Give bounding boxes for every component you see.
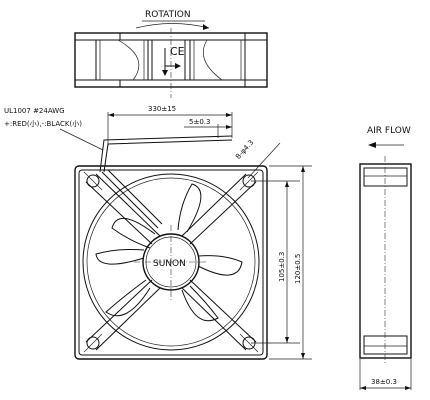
strut-top-right [181, 173, 257, 245]
top-view-left-panel [95, 39, 149, 81]
frame-size-arrow-top [301, 166, 305, 172]
depth-extension [359, 359, 412, 390]
lead-annotation: UL1007 #24AWG +:RED(小),-:BLACK(小) 330±15… [4, 105, 281, 179]
depth-arrow-left [360, 386, 366, 390]
blade-2 [177, 183, 202, 233]
struts [85, 169, 257, 351]
rotation-label: ROTATION [145, 10, 191, 20]
side-view-flange-lines [364, 175, 407, 347]
frame-dimensions: 105±0.3 120±0.5 [251, 165, 312, 360]
blade-3 [197, 255, 243, 276]
side-view-frame [359, 163, 412, 359]
rotation-arrow-head [203, 24, 209, 30]
hole-pitch-label: 105±0.3 [278, 252, 286, 282]
front-view-frame [74, 165, 268, 360]
blade-4 [181, 285, 219, 322]
blade-6 [95, 249, 145, 265]
hub-centerlines [134, 225, 208, 300]
wire-channel [101, 169, 163, 229]
strut-bottom-right [181, 279, 257, 351]
top-view-right-panel [189, 39, 246, 81]
blade-1 [111, 218, 156, 249]
top-view-hub [151, 39, 186, 81]
hole-pitch-arrow-bottom [285, 337, 289, 343]
top-view-blade-right [203, 39, 223, 81]
depth-arrow-right [405, 386, 411, 390]
hole-pitch-arrow-top [285, 181, 289, 187]
front-view-frame-inner [78, 169, 264, 356]
top-view-panel-lines [99, 40, 242, 80]
hole-dia-label: 8-φ4.3 [234, 139, 255, 161]
lead-length-arrow-left [108, 113, 114, 117]
blade-5 [105, 279, 151, 317]
blades [95, 183, 243, 322]
side-view-top-flange [363, 167, 408, 187]
wire-black [103, 139, 233, 173]
frame-size-label: 120±0.5 [294, 254, 302, 284]
strut-bottom-left [85, 279, 161, 351]
rotation-arrow [135, 23, 210, 29]
brand-label: SUNON [153, 259, 186, 269]
depth-label: 38±0.3 [371, 378, 397, 386]
flow-arrow-right-head [175, 63, 181, 69]
frame-size-extension [269, 165, 312, 360]
hole-dia-leader [247, 142, 281, 179]
strip-length-arrow [226, 125, 232, 129]
lead-length-label: 330±15 [148, 105, 176, 113]
hole-pitch-extension [251, 180, 300, 344]
air-flow-label: AIR FLOW [367, 126, 411, 136]
hole-top-left [86, 174, 100, 188]
side-view: AIR FLOW 38±0.3 [359, 126, 412, 390]
front-view: SUNON [74, 165, 268, 360]
venturi-ring-inner [86, 177, 256, 347]
wire-red [99, 135, 233, 173]
wire-spec-line2: +:RED(小),-:BLACK(小) [4, 119, 82, 128]
top-view-blade-left [117, 39, 140, 81]
lead-length-arrow-right [226, 113, 232, 117]
wire-spec-leader [59, 128, 104, 151]
wire-spec-line1: UL1007 #24AWG [4, 107, 65, 115]
side-view-bottom-flange [363, 335, 408, 355]
flow-arrow-down-head [162, 70, 168, 76]
top-view: ROTATION CE [74, 10, 268, 98]
venturi-ring [82, 173, 260, 351]
ce-mark: CE [170, 45, 185, 58]
top-view-notches [119, 33, 246, 87]
strut-top-left [85, 173, 161, 245]
hole-corner-lines [83, 171, 259, 353]
hole-bottom-left [86, 336, 100, 350]
frame-size-arrow-bottom [301, 353, 305, 359]
air-flow-arrow-head [368, 142, 376, 148]
strip-length-label: 5±0.3 [189, 118, 210, 126]
